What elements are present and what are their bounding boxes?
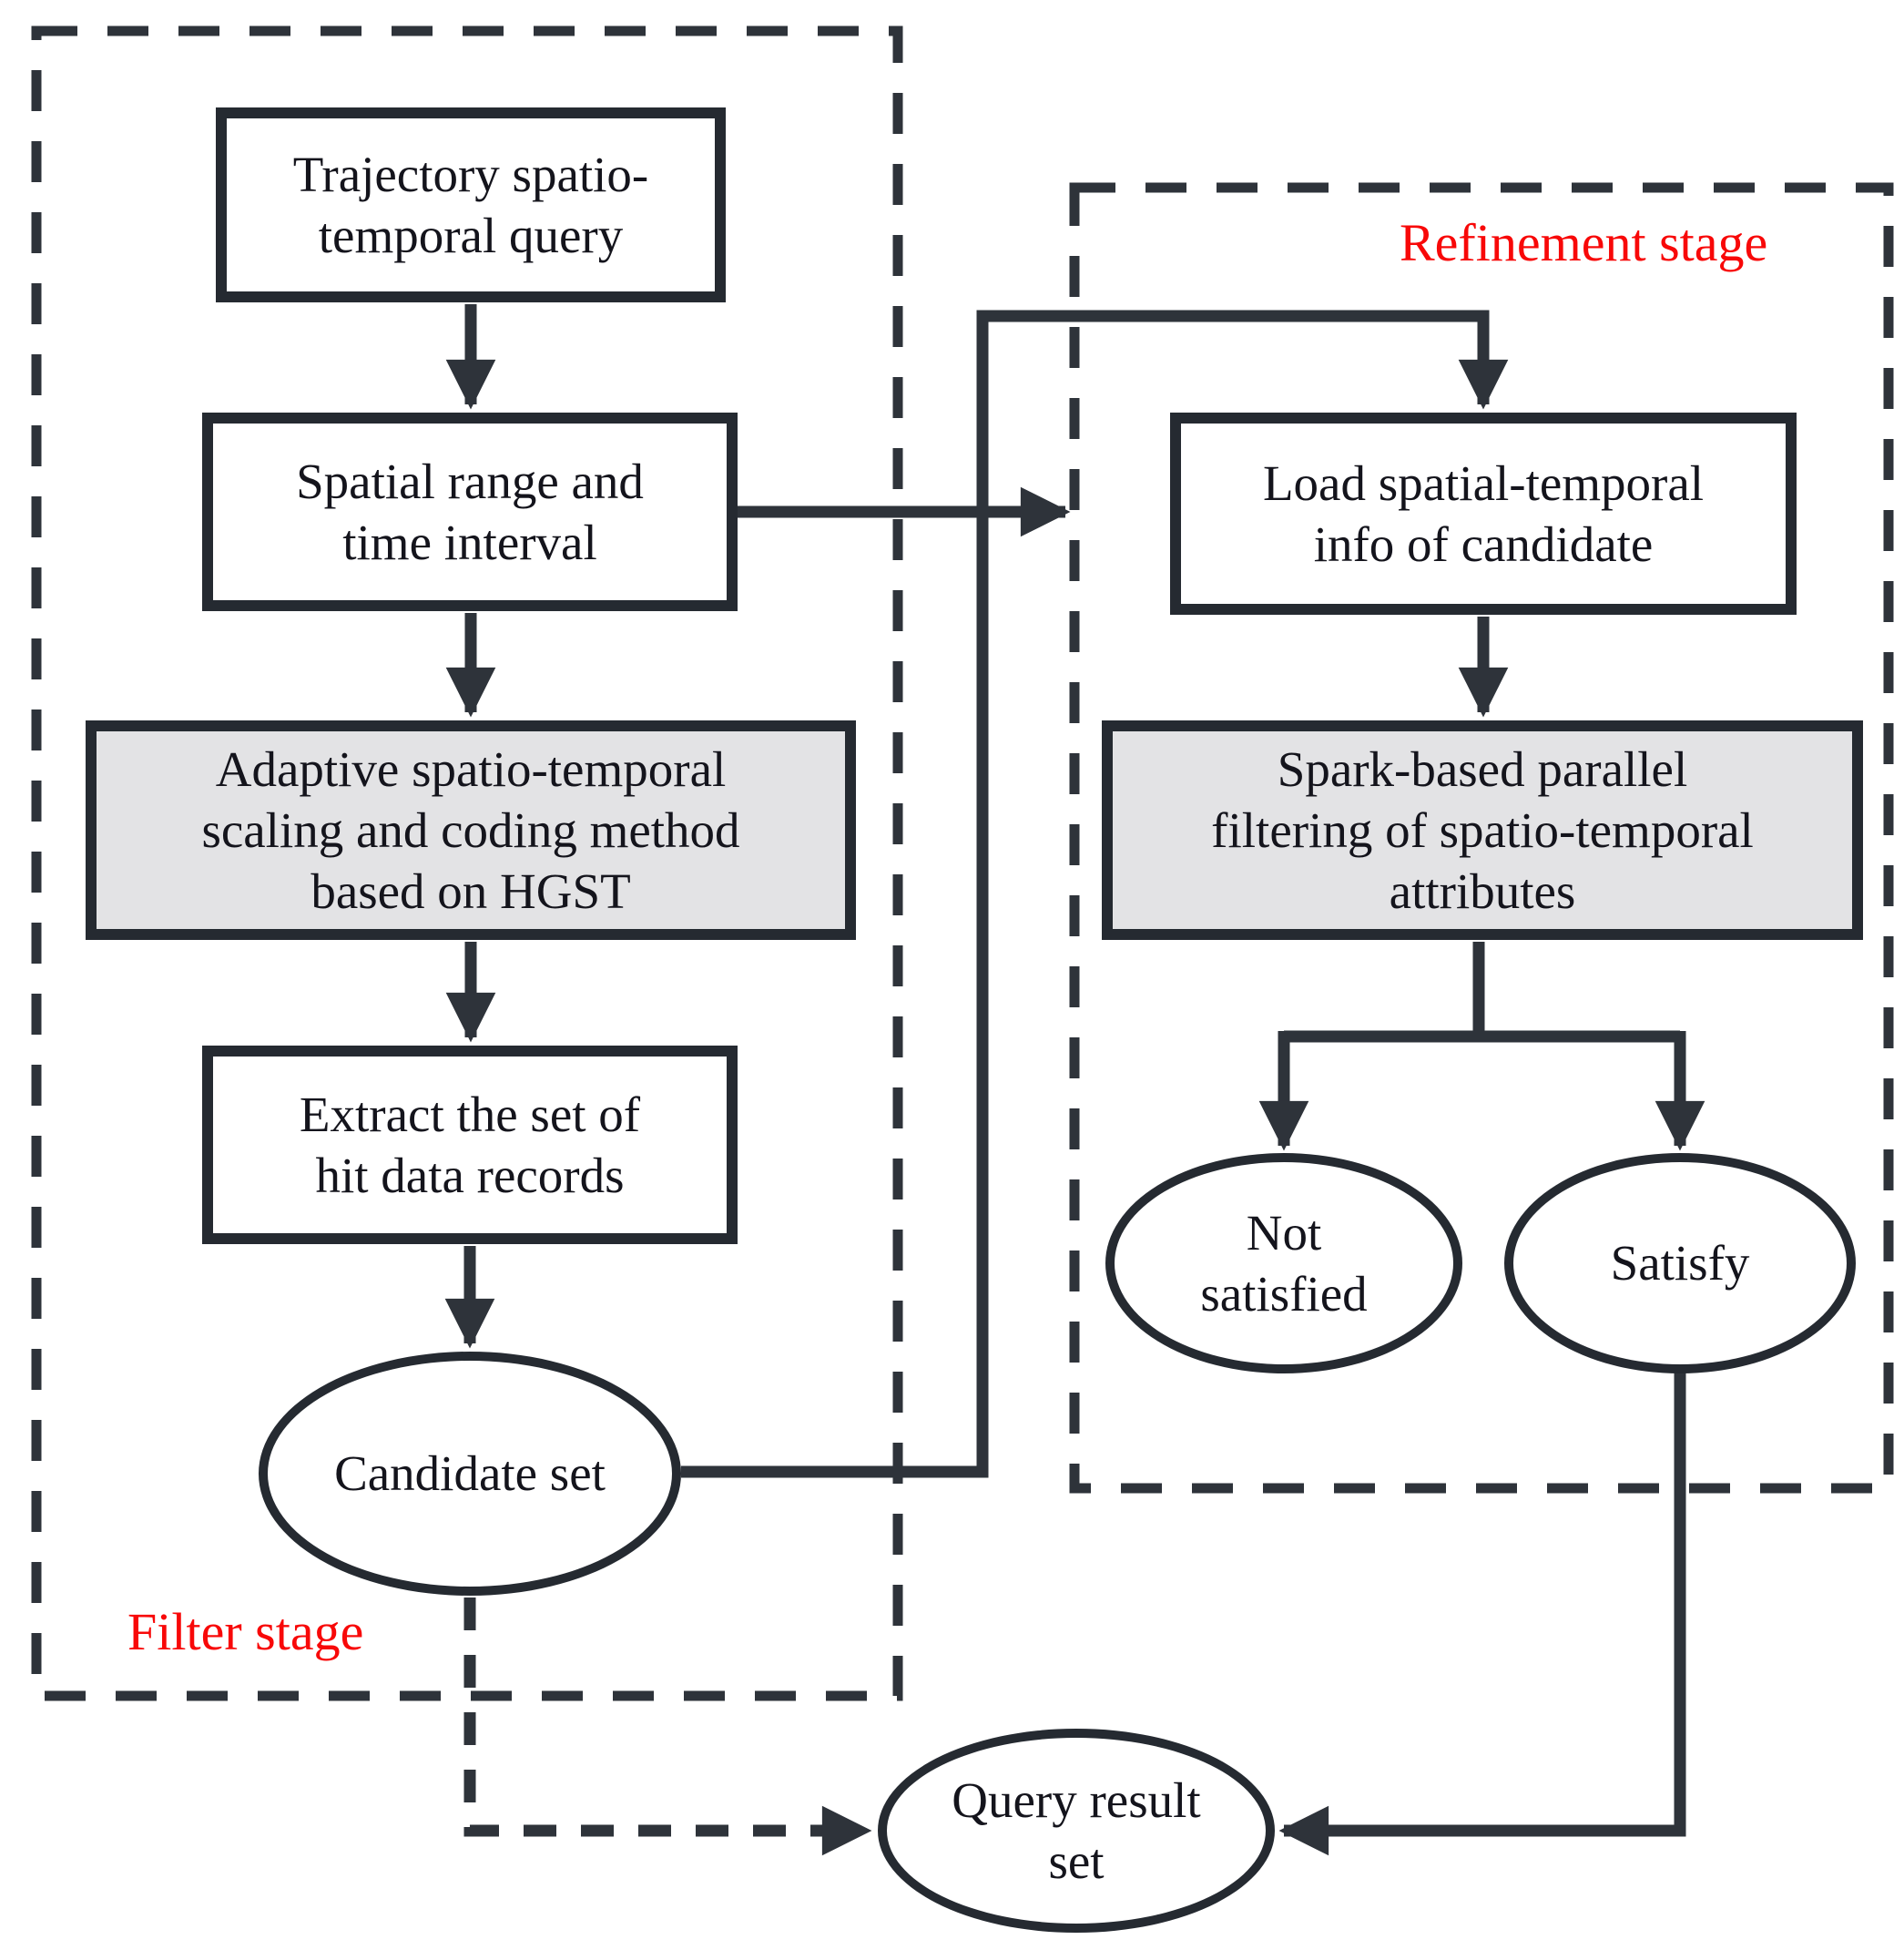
node-load-info: Load spatial-temporal info of candidate — [1170, 413, 1797, 615]
node-text-line: Query result — [952, 1771, 1201, 1828]
node-text-line: temporal query — [318, 208, 624, 263]
node-text-line: Extract the set of — [299, 1086, 641, 1142]
edge-candidate-to-query-result-dashed — [463, 1598, 872, 1856]
node-candidate-set: Candidate set — [259, 1352, 681, 1596]
node-satisfy: Satisfy — [1504, 1153, 1856, 1373]
node-text-line: scaling and coding method — [201, 801, 740, 858]
node-spark-filtering: Spark-based parallel filtering of spatio… — [1102, 720, 1863, 940]
node-text-line: Satisfy — [1610, 1235, 1750, 1291]
node-trajectory-query: Trajectory spatio- temporal query — [216, 107, 726, 302]
node-spatial-range: Spatial range and time interval — [202, 413, 738, 611]
node-text-line: set — [1048, 1833, 1105, 1889]
node-query-result-set: Query result set — [878, 1729, 1275, 1933]
edge-satisfy-to-query-result — [1278, 1372, 1686, 1856]
node-text-line: Spark-based parallel — [1277, 740, 1688, 797]
node-extract-hits: Extract the set of hit data records — [202, 1046, 738, 1244]
node-text-line: info of candidate — [1313, 516, 1654, 572]
edge-candidate-to-load — [681, 310, 1509, 1478]
node-text-line: Adaptive spatio-temporal — [215, 740, 727, 797]
node-text-line: satisfied — [1200, 1266, 1368, 1322]
node-text-line: Load spatial-temporal — [1262, 454, 1705, 511]
filter-stage-label: Filter stage — [127, 1602, 364, 1661]
refinement-stage-label: Refinement stage — [1400, 213, 1768, 272]
node-not-satisfied: Not satisfied — [1105, 1153, 1462, 1373]
node-adaptive-coding: Adaptive spatio-temporal scaling and cod… — [86, 720, 856, 940]
node-text-line: filtering of spatio-temporal — [1211, 801, 1754, 858]
node-text-line: attributes — [1389, 863, 1576, 920]
node-text-line: Spatial range and — [296, 453, 644, 509]
node-text-line: Not — [1246, 1204, 1322, 1261]
node-text-line: hit data records — [315, 1148, 625, 1203]
node-text-line: time interval — [342, 515, 597, 570]
node-text-line: based on HGST — [311, 863, 631, 920]
filter-stage-boundary — [31, 26, 903, 1701]
node-text-line: Candidate set — [334, 1445, 606, 1502]
refinement-stage-boundary — [1069, 182, 1894, 1494]
node-text-line: Trajectory spatio- — [292, 146, 649, 202]
